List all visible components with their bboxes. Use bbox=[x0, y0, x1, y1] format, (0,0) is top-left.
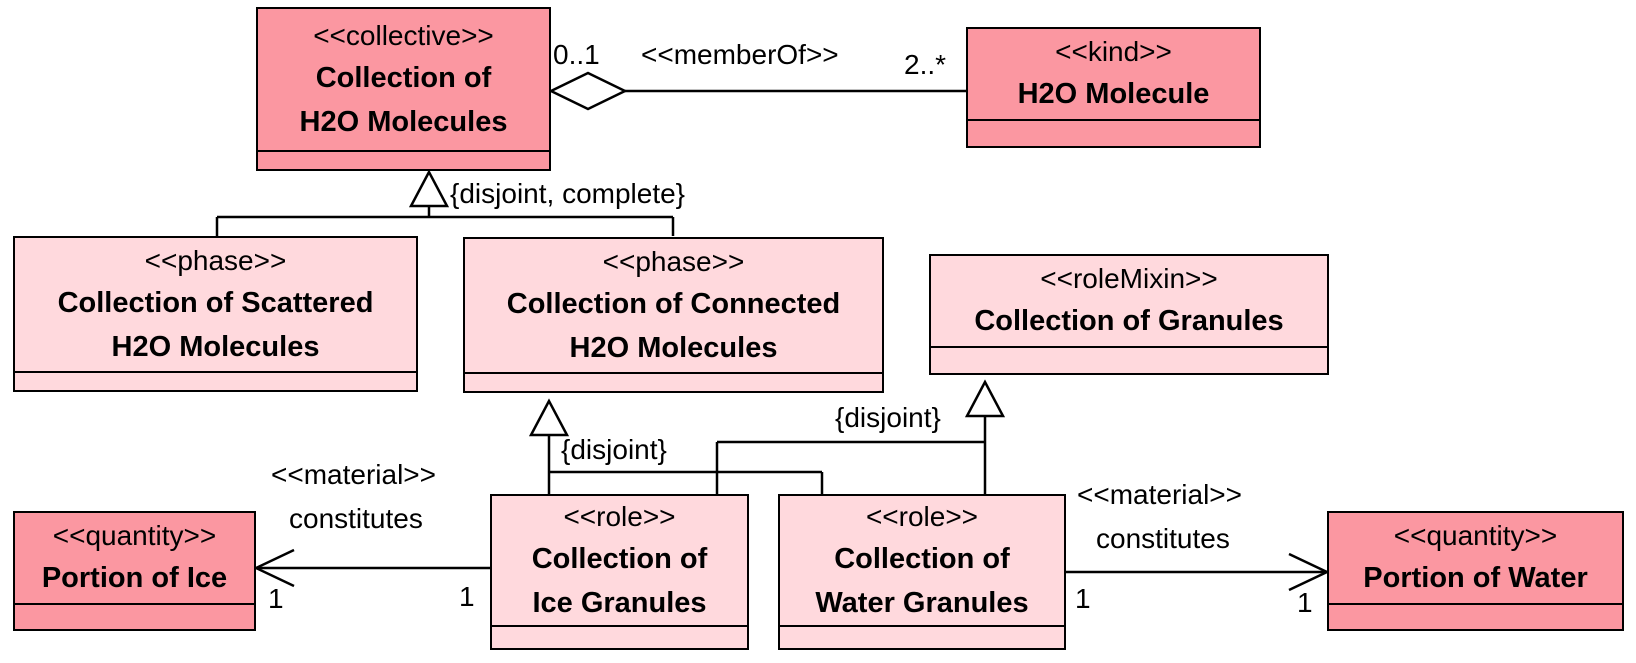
class-name-line-2: Ice Granules bbox=[532, 586, 707, 619]
class-name-line-2: H2O Molecules bbox=[299, 105, 508, 138]
class-name-line-1: Collection of Connected bbox=[506, 288, 841, 320]
class-name-line-1: Collection of bbox=[531, 543, 708, 575]
class-name-line-2: H2O Molecules bbox=[111, 330, 320, 363]
stereotype-label: <<role>> bbox=[865, 501, 979, 532]
ice-target-multiplicity: 1 bbox=[268, 583, 284, 614]
attribute-compartment bbox=[1329, 603, 1622, 629]
attribute-compartment bbox=[968, 119, 1259, 146]
class-collection-of-connected-h2o-molecules[interactable]: <<phase>> Collection of Connected H2O Mo… bbox=[463, 237, 884, 393]
class-collection-of-ice-granules[interactable]: <<role>> Collection of Ice Granules bbox=[490, 494, 749, 650]
member-of-stereotype: <<memberOf>> bbox=[641, 39, 839, 70]
stereotype-label: <<collective>> bbox=[313, 20, 494, 51]
member-of-whole-multiplicity: 0..1 bbox=[553, 39, 600, 70]
ice-material-stereotype: <<material>> bbox=[271, 459, 436, 490]
class-name-line-1: Collection of bbox=[834, 543, 1010, 575]
stereotype-label: <<roleMixin>> bbox=[1040, 263, 1218, 295]
gen-connected-arrowhead bbox=[528, 398, 570, 437]
class-name: Portion of Ice bbox=[41, 562, 228, 595]
gen-granules-arrowhead bbox=[964, 379, 1006, 418]
top-generalization-set-label: {disjoint, complete} bbox=[450, 178, 686, 209]
member-of-part-multiplicity: 2..* bbox=[904, 49, 947, 80]
water-material-stereotype: <<material>> bbox=[1077, 479, 1242, 510]
attribute-compartment bbox=[15, 371, 416, 390]
stereotype-label: <<phase>> bbox=[602, 246, 745, 277]
ice-constitutes-arrowhead bbox=[253, 548, 295, 588]
granules-generalization-set-label: {disjoint} bbox=[835, 402, 941, 433]
stereotype-label: <<kind>> bbox=[1055, 36, 1172, 68]
class-portion-of-ice[interactable]: <<quantity>> Portion of Ice bbox=[13, 511, 256, 631]
class-collection-of-h2o-molecules[interactable]: <<collective>> Collection of H2O Molecul… bbox=[256, 7, 551, 171]
class-collection-of-granules[interactable]: <<roleMixin>> Collection of Granules bbox=[929, 254, 1329, 375]
stereotype-label: <<quantity>> bbox=[1393, 520, 1558, 552]
class-h2o-molecule[interactable]: <<kind>> H2O Molecule bbox=[966, 27, 1261, 148]
class-portion-of-water[interactable]: <<quantity>> Portion of Water bbox=[1327, 511, 1624, 631]
attribute-compartment bbox=[258, 150, 549, 169]
attribute-compartment bbox=[465, 372, 882, 391]
water-constitutes-label: constitutes bbox=[1096, 523, 1230, 554]
connected-generalization-set-label: {disjoint} bbox=[561, 434, 667, 465]
class-collection-of-water-granules[interactable]: <<role>> Collection of Water Granules bbox=[778, 494, 1066, 650]
class-collection-of-scattered-h2o-molecules[interactable]: <<phase>> Collection of Scattered H2O Mo… bbox=[13, 236, 418, 392]
gen-top-arrowhead bbox=[408, 169, 450, 208]
class-name-line-1: Collection of Scattered bbox=[57, 287, 374, 319]
stereotype-label: <<role>> bbox=[563, 501, 676, 532]
water-source-multiplicity: 1 bbox=[1075, 583, 1091, 614]
aggregation-diamond bbox=[548, 71, 628, 111]
stereotype-label: <<quantity>> bbox=[52, 520, 217, 552]
class-name-line-1: Collection of bbox=[315, 62, 492, 94]
class-name-line-2: H2O Molecules bbox=[569, 331, 778, 364]
attribute-compartment bbox=[780, 625, 1064, 648]
attribute-compartment bbox=[931, 346, 1327, 373]
ice-source-multiplicity: 1 bbox=[459, 581, 475, 612]
class-name: Portion of Water bbox=[1363, 562, 1588, 595]
attribute-compartment bbox=[15, 603, 254, 629]
stereotype-label: <<phase>> bbox=[144, 245, 287, 276]
class-name: H2O Molecule bbox=[1017, 78, 1210, 111]
attribute-compartment bbox=[492, 625, 747, 648]
water-target-multiplicity: 1 bbox=[1297, 587, 1313, 618]
ice-constitutes-label: constitutes bbox=[289, 503, 423, 534]
class-name: Collection of Granules bbox=[974, 305, 1284, 338]
class-name-line-2: Water Granules bbox=[815, 586, 1029, 619]
